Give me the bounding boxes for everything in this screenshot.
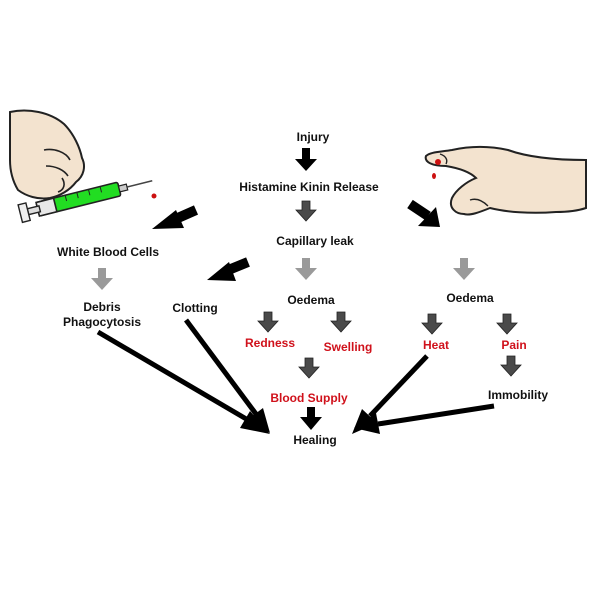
label-healing: Healing [293, 433, 337, 447]
arrow-right-oedema [453, 258, 475, 280]
label-phagocytosis: Phagocytosis [62, 315, 142, 329]
bleeding-finger-hand-icon [424, 146, 587, 216]
arrow-black-injury-histamine [295, 148, 317, 171]
arrow-clotting-to-healing [183, 318, 270, 433]
label-heat: Heat [422, 338, 450, 352]
label-debris: Debris [83, 300, 121, 314]
arrow-black-to-white-blood-cells [152, 205, 199, 229]
arrow-black-capillary-to-clotting [207, 257, 250, 281]
label-pain: Pain [501, 338, 527, 352]
arrow-oedema-heat [421, 313, 443, 335]
label-blood-supply: Blood Supply [270, 391, 348, 405]
arrow-pain-immobility [500, 355, 522, 377]
label-immobility: Immobility [487, 388, 549, 402]
arrow-oedema-swelling [330, 311, 352, 333]
label-white-blood-cells: White Blood Cells [57, 245, 159, 259]
label-capillary-leak: Capillary leak [276, 234, 354, 248]
arrow-to-blood-supply [298, 357, 320, 379]
arrow-wbc-debris [91, 268, 113, 290]
label-oedema-left: Oedema [287, 293, 335, 307]
arrow-oedema-pain [496, 313, 518, 335]
label-oedema-right: Oedema [446, 291, 494, 305]
label-redness: Redness [244, 336, 296, 350]
arrow-histamine-capillary [295, 200, 317, 222]
arrow-capillary-oedema [295, 258, 317, 280]
arrow-oedema-redness [257, 311, 279, 333]
arrow-blood-supply-healing [300, 407, 322, 430]
arrow-black-to-right-branch [407, 199, 440, 227]
label-clotting: Clotting [172, 301, 218, 315]
hand-holding-syringe-icon [9, 109, 157, 224]
label-histamine-kinin-release: Histamine Kinin Release [239, 180, 379, 194]
label-swelling: Swelling [323, 340, 373, 354]
arrow-immobility-to-healing [354, 403, 495, 434]
label-injury: Injury [296, 130, 330, 144]
